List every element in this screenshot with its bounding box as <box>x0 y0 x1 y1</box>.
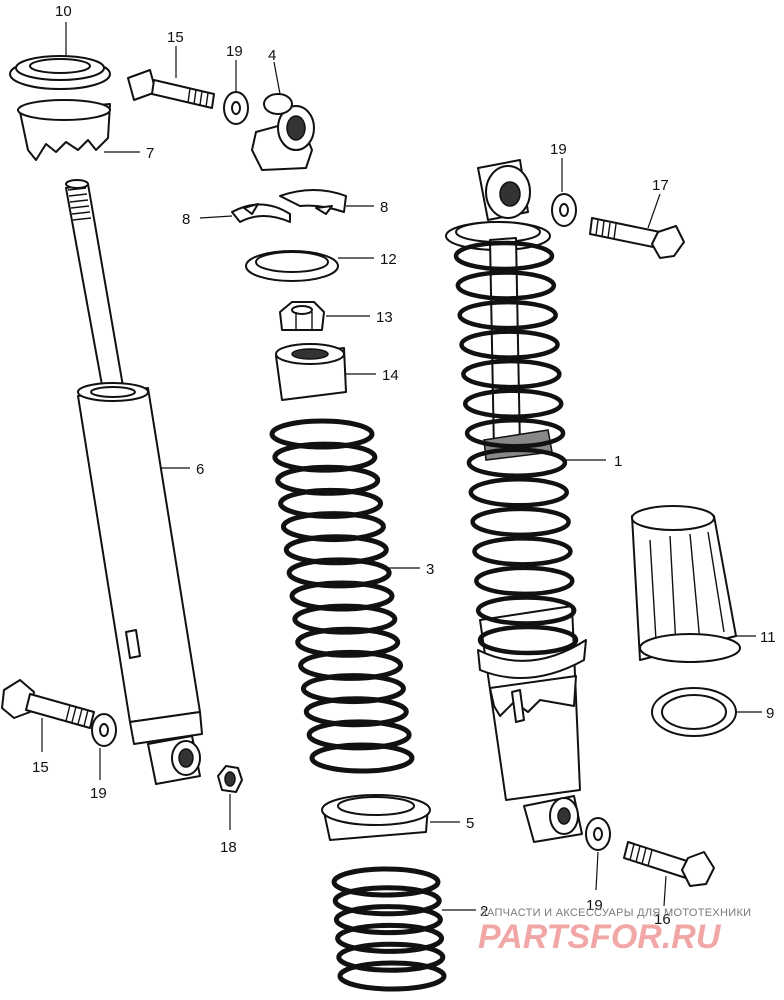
part-19-washer-a <box>223 91 249 125</box>
label-8-right: 8 <box>380 199 388 216</box>
callouts: 10 15 19 4 7 8 8 12 13 14 6 3 1 19 17 11… <box>32 3 776 928</box>
label-19-upper: 19 <box>226 43 243 60</box>
spring-coil <box>286 557 392 589</box>
spring-coil <box>295 626 401 658</box>
leader-lines <box>41 22 762 911</box>
spring-coil <box>466 447 568 479</box>
spring-coil <box>272 441 378 473</box>
part-2-short-spring <box>331 866 447 992</box>
label-3: 3 <box>426 561 434 578</box>
part-19-washer-b <box>551 193 577 227</box>
part-8-collet-right <box>279 189 347 215</box>
spring-coil <box>464 417 566 449</box>
spring-coil <box>337 960 447 992</box>
label-7: 7 <box>146 145 154 162</box>
part-18-nut <box>217 765 243 793</box>
spring-coil <box>459 329 560 360</box>
part-7-collar <box>17 99 111 161</box>
label-14: 14 <box>382 367 399 384</box>
spring-coil <box>461 358 562 390</box>
part-15-bolt-upper <box>127 69 215 109</box>
spring-coil <box>289 580 395 612</box>
part-17-bolt <box>589 217 685 259</box>
label-19-bottom: 19 <box>586 897 603 914</box>
spring-coil <box>468 477 570 508</box>
spring-coil <box>472 536 573 567</box>
part-19-washer-c <box>91 713 117 747</box>
spring-coil <box>453 240 555 272</box>
label-18: 18 <box>220 839 237 856</box>
label-1: 1 <box>614 453 622 470</box>
label-8-left: 8 <box>182 211 190 228</box>
spring-coil <box>292 603 398 635</box>
label-19-lower: 19 <box>90 785 107 802</box>
watermark: ЗАПЧАСТИ И АКСЕССУАРЫ ДЛЯ МОТОТЕХНИКИ PA… <box>478 907 751 956</box>
spring-coil <box>457 299 558 331</box>
spring-coil <box>455 270 557 301</box>
spring-coil <box>335 922 445 954</box>
label-10: 10 <box>55 3 72 20</box>
part-19-washer-d <box>585 817 611 851</box>
label-15-lower: 15 <box>32 759 49 776</box>
spring-coil <box>278 487 384 519</box>
spring-coil <box>462 388 564 419</box>
label-9: 9 <box>766 705 774 722</box>
part-4-upper-joint <box>251 93 315 171</box>
part-13-nut <box>279 301 325 331</box>
label-19-right: 19 <box>550 141 567 158</box>
label-4: 4 <box>268 47 276 64</box>
spring-coil <box>331 866 441 898</box>
part-10-spring-seat <box>9 55 111 90</box>
part-11-cover <box>631 505 741 663</box>
spring-coil <box>300 673 406 705</box>
spring-coil <box>470 506 571 538</box>
part-12-spring-seat <box>245 250 339 282</box>
label-6: 6 <box>196 461 204 478</box>
watermark-tagline: ЗАПЧАСТИ И АКСЕССУАРЫ ДЛЯ МОТОТЕХНИКИ <box>480 907 751 919</box>
part-14-bump-rubber <box>275 343 347 401</box>
part-16-bolt <box>623 841 715 887</box>
spring-coil <box>283 534 389 566</box>
spring-coil <box>477 624 579 656</box>
spring-coil <box>336 941 446 973</box>
label-17: 17 <box>652 177 669 194</box>
part-1-spring <box>453 240 579 656</box>
part-6-damper <box>65 179 203 785</box>
label-13: 13 <box>376 309 393 326</box>
spring-coil <box>275 464 381 496</box>
spring-coil <box>474 565 575 597</box>
label-5: 5 <box>466 815 474 832</box>
spring-coil <box>309 742 415 774</box>
spring-coil <box>280 511 386 543</box>
spring-coil <box>298 649 404 681</box>
label-12: 12 <box>380 251 397 268</box>
label-15-upper: 15 <box>167 29 184 46</box>
spring-coil <box>333 904 443 936</box>
part-8-collet-left <box>231 203 291 223</box>
part-3-coil-spring <box>269 418 415 774</box>
spring-coil <box>269 418 375 450</box>
label-16: 16 <box>654 911 671 928</box>
spring-coil <box>332 885 442 917</box>
label-11: 11 <box>760 629 776 646</box>
part-15-bolt-lower <box>1 679 95 729</box>
spring-coil <box>306 719 412 751</box>
label-2: 2 <box>480 903 488 920</box>
watermark-logo: PARTSFOR.RU <box>478 918 722 956</box>
part-5-spring-seat <box>321 794 431 841</box>
spring-coil <box>475 595 577 626</box>
spring-coil <box>303 696 409 728</box>
part-9-ring <box>651 687 737 737</box>
